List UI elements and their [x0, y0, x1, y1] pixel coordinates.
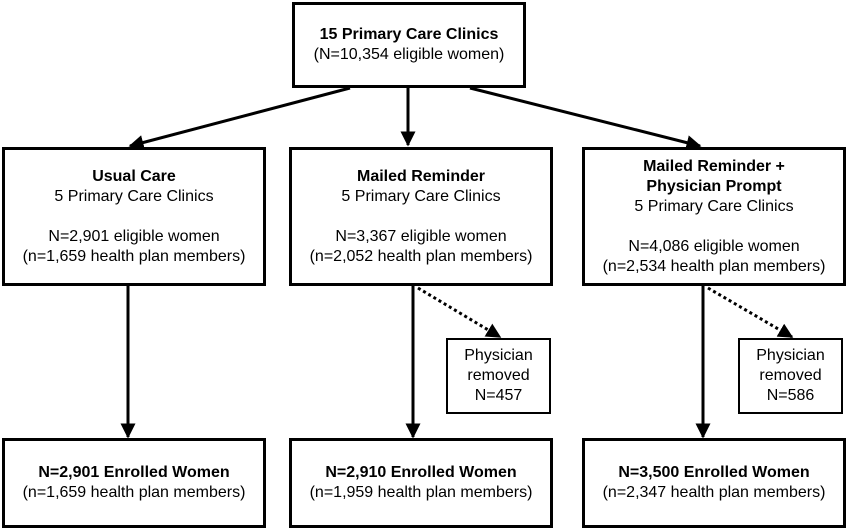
removed-line-1: Physician [756, 347, 825, 364]
arm-eligible: N=3,367 eligible women [335, 227, 507, 245]
arm-clinics: 5 Primary Care Clinics [54, 187, 214, 205]
removed-count: N=586 [766, 387, 815, 404]
edge-reminder-prompt-to-removed [707, 286, 794, 339]
arm-eligible: N=4,086 eligible women [628, 237, 800, 255]
enrolled-reminder-prompt-box: N=3,500 Enrolled Women (n=2,347 health p… [582, 438, 846, 528]
physician-removed-box-arm2: Physician removed N=457 [446, 338, 551, 414]
arm-title: Mailed Reminder [356, 167, 486, 185]
root-box: 15 Primary Care Clinics (N=10,354 eligib… [292, 2, 526, 88]
removed-line-2: removed [759, 367, 822, 384]
enrolled-count: N=2,910 Enrolled Women [325, 464, 517, 481]
physician-removed-box-arm3: Physician removed N=586 [738, 338, 843, 414]
removed-line-2: removed [467, 367, 530, 384]
enrolled-members: (n=1,959 health plan members) [309, 484, 533, 501]
arm-title-line-1: Mailed Reminder + [643, 157, 785, 175]
arm-members: (n=1,659 health plan members) [22, 247, 246, 265]
removed-line-1: Physician [464, 347, 533, 364]
enrolled-count: N=3,500 Enrolled Women [618, 464, 810, 481]
root-subtitle: (N=10,354 eligible women) [313, 46, 505, 63]
edge-mailed-reminder-to-removed [417, 286, 502, 339]
removed-count: N=457 [474, 387, 523, 404]
arm-clinics: 5 Primary Care Clinics [341, 187, 501, 205]
enrolled-members: (n=1,659 health plan members) [22, 484, 246, 501]
enrolled-members: (n=2,347 health plan members) [602, 484, 826, 501]
arm-eligible: N=2,901 eligible women [48, 227, 220, 245]
edge-root-to-reminder-prompt [469, 86, 702, 150]
root-title: 15 Primary Care Clinics [319, 26, 499, 43]
arm-clinics: 5 Primary Care Clinics [634, 197, 794, 215]
enrolled-mailed-reminder-box: N=2,910 Enrolled Women (n=1,959 health p… [289, 438, 553, 528]
enrolled-usual-care-box: N=2,901 Enrolled Women (n=1,659 health p… [2, 438, 266, 528]
arm-mailed-reminder-box: Mailed Reminder 5 Primary Care Clinics N… [289, 147, 553, 286]
arm-reminder-prompt-box: Mailed Reminder + Physician Prompt 5 Pri… [582, 147, 846, 286]
enrolled-count: N=2,901 Enrolled Women [38, 464, 230, 481]
arm-title-line-2: Physician Prompt [646, 177, 782, 195]
arm-title: Usual Care [92, 167, 176, 185]
arm-usual-care-box: Usual Care 5 Primary Care Clinics N=2,90… [2, 147, 266, 286]
arm-members: (n=2,052 health plan members) [309, 247, 533, 265]
arm-members: (n=2,534 health plan members) [602, 257, 826, 275]
edge-root-to-usual-care [128, 86, 351, 150]
